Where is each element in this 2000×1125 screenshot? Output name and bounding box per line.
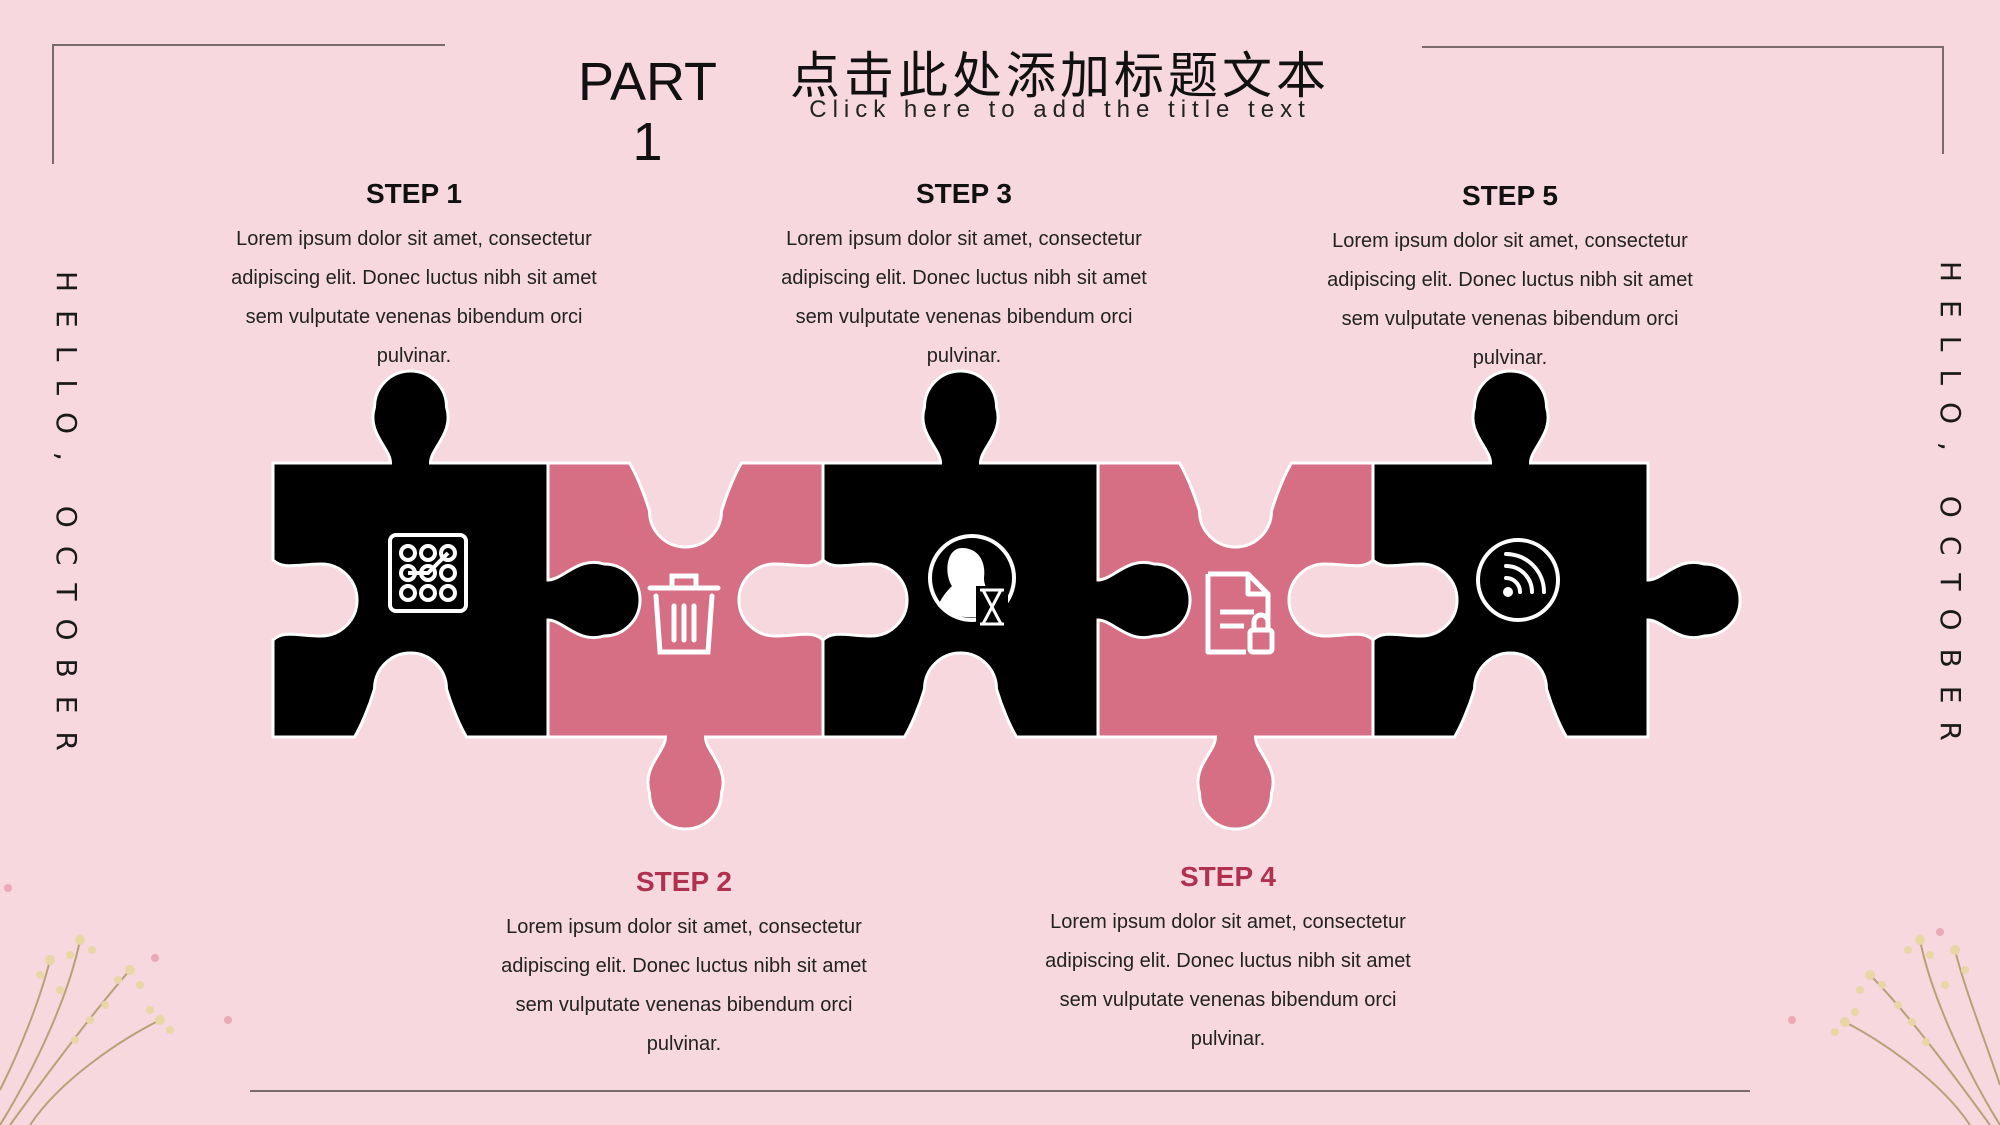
flower-buds-left xyxy=(4,884,232,1044)
flower-sprig-left xyxy=(0,939,161,1125)
step-1-text[interactable]: Lorem ipsum dolor sit amet, consectetur … xyxy=(231,228,597,367)
step-1-title[interactable]: STEP 1 xyxy=(366,178,462,209)
keypad-icon xyxy=(388,533,468,613)
trash-icon xyxy=(647,573,721,655)
step-5-text[interactable]: Lorem ipsum dolor sit amet, consectetur … xyxy=(1327,230,1693,369)
step-4-block: STEP 4 Lorem ipsum dolor sit amet, conse… xyxy=(1028,861,1428,1059)
flower-buds-right xyxy=(1788,928,1969,1046)
part-label: PART 1 xyxy=(560,52,735,172)
frame-top-left-line xyxy=(52,44,445,46)
step-3-text[interactable]: Lorem ipsum dolor sit amet, consectetur … xyxy=(781,228,1147,367)
step-4-text[interactable]: Lorem ipsum dolor sit amet, consectetur … xyxy=(1045,911,1411,1050)
frame-top-right-line xyxy=(1422,46,1944,48)
rss-icon xyxy=(1476,538,1560,622)
frame-bottom-line xyxy=(250,1090,1750,1092)
step-3-block: STEP 3 Lorem ipsum dolor sit amet, conse… xyxy=(764,178,1164,376)
page-subtitle[interactable]: Click here to add the title text xyxy=(809,96,1311,123)
step-5-block: STEP 5 Lorem ipsum dolor sit amet, conse… xyxy=(1310,180,1710,378)
step-2-block: STEP 2 Lorem ipsum dolor sit amet, conse… xyxy=(484,866,884,1064)
part-word: PART xyxy=(577,52,718,112)
part-number: 1 xyxy=(632,112,663,172)
right-vertical-text: HELLO, OCTOBER xyxy=(1934,261,1967,759)
frame-right-line xyxy=(1942,46,1944,154)
step-2-title[interactable]: STEP 2 xyxy=(636,866,732,897)
step-2-text[interactable]: Lorem ipsum dolor sit amet, consectetur … xyxy=(501,916,867,1055)
flower-sprig-right xyxy=(1844,939,2000,1125)
page-title[interactable]: 点击此处添加标题文本 xyxy=(790,47,1330,105)
step-5-title[interactable]: STEP 5 xyxy=(1462,180,1558,211)
left-vertical-text: HELLO, OCTOBER xyxy=(50,271,83,769)
document-lock-icon xyxy=(1205,571,1275,655)
puzzle-piece-5 xyxy=(1371,369,1742,739)
frame-left-line xyxy=(52,44,54,164)
step-1-block: STEP 1 Lorem ipsum dolor sit amet, conse… xyxy=(214,178,614,376)
step-4-title[interactable]: STEP 4 xyxy=(1180,861,1276,892)
person-hourglass-icon xyxy=(928,534,1016,628)
step-3-title[interactable]: STEP 3 xyxy=(916,178,1012,209)
